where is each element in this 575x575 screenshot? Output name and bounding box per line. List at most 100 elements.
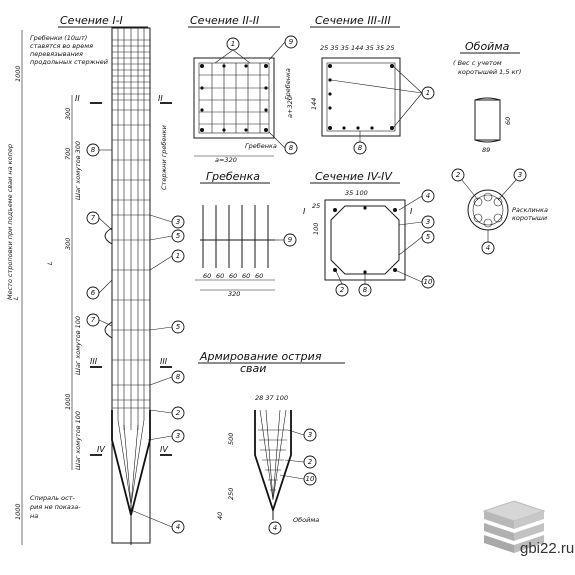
- note-rasklinka: Расклинка коротыши: [512, 206, 550, 222]
- label-grebenka-s2: Гребенка: [245, 142, 277, 150]
- callouts-obojma: 2 3 4: [451, 168, 527, 255]
- svg-text:4: 4: [176, 523, 180, 531]
- svg-text:5: 5: [176, 232, 181, 240]
- svg-text:3: 3: [518, 171, 522, 179]
- dim-1000-top: 1000: [14, 65, 22, 82]
- dim-250: 250: [227, 488, 235, 500]
- dim-60-3: 60: [229, 272, 237, 280]
- section-3-stirrup: [326, 62, 396, 132]
- lifting-loop-upper: [104, 227, 113, 245]
- cut-label-iv-right: IV: [160, 445, 168, 454]
- stirrups-top: [112, 39, 150, 409]
- tip-title: Армирование острия сваи: [199, 350, 325, 375]
- note-grebenka-bars: Стержни гребенки: [160, 125, 168, 190]
- note-stirrup-300: Шаг хомутов 300: [74, 141, 82, 200]
- watermark-text: gbi22.ru: [520, 540, 575, 557]
- section-4-rebars: [333, 206, 397, 274]
- label-grebenka-s2-side: Гребенка: [284, 68, 292, 100]
- callouts-tip: 3 2 10 4: [268, 428, 317, 535]
- cut-label-iii-left: III: [90, 357, 98, 366]
- svg-text:9: 9: [288, 236, 293, 244]
- label-obojma-tip: Обойма: [293, 516, 319, 524]
- svg-text:3: 3: [426, 218, 430, 226]
- svg-text:3: 3: [176, 432, 180, 440]
- section-2-title: Сечение II-II: [190, 14, 259, 27]
- svg-text:4: 4: [273, 524, 277, 532]
- svg-text:9: 9: [289, 38, 294, 46]
- section-3-title: Сечение III-III: [315, 14, 391, 27]
- leaders-tip: [279, 429, 305, 480]
- grebenka-drawing: [200, 205, 275, 268]
- dim-60-2: 60: [216, 272, 224, 280]
- svg-text:10: 10: [424, 278, 433, 286]
- cut-label-ii-right: II: [158, 94, 163, 103]
- svg-text:6: 6: [91, 289, 96, 297]
- cut-label-i-left: I: [303, 207, 306, 216]
- svg-text:7: 7: [91, 316, 96, 324]
- dim-s4-top: 35 100: [345, 189, 368, 197]
- svg-text:10: 10: [306, 475, 315, 483]
- svg-text:3: 3: [308, 431, 312, 439]
- obojma-drawing: [474, 97, 501, 143]
- callouts-s3: 1 8: [353, 86, 435, 155]
- dim-700: 700: [64, 148, 72, 160]
- svg-text:2: 2: [308, 458, 313, 466]
- svg-text:5: 5: [176, 323, 181, 331]
- section-1-title: Сечение I-I: [60, 14, 123, 27]
- note-lifting-place: Место строповки при подъеме сваи на копе…: [6, 144, 14, 300]
- dim-60-4: 60: [242, 272, 250, 280]
- section-2-outline: [193, 57, 275, 139]
- callouts-s2: 1 9 8: [226, 35, 298, 155]
- section-2-rebars: [200, 64, 268, 132]
- dim-500: 500: [227, 433, 235, 445]
- leaders-s3: [330, 65, 423, 142]
- svg-text:8: 8: [91, 146, 96, 154]
- section-4-octagon-spiral: [330, 205, 400, 275]
- obojma-ring-inner: [472, 194, 504, 226]
- section-4-title: Сечение IV-IV: [315, 170, 393, 183]
- dim-s4-100: 100: [312, 223, 320, 235]
- lifting-loop-lower: [104, 321, 113, 339]
- dim-s3-top: 25 35 35 144 35 35 25: [320, 44, 394, 52]
- svg-text:4: 4: [426, 192, 430, 200]
- tip-rebars: [117, 419, 145, 506]
- callout-grebenka: 9: [283, 233, 297, 247]
- cut-label-ii-left: II: [75, 94, 80, 103]
- tip-drawing: [254, 409, 292, 520]
- dim-L: L: [12, 296, 20, 300]
- section-2-stirrup: [198, 62, 270, 134]
- svg-text:2: 2: [176, 409, 181, 417]
- obojma-note: ( Вес с учетом коротышей 1,5 кг): [453, 59, 521, 76]
- svg-text:3: 3: [176, 218, 180, 226]
- svg-text:1: 1: [231, 40, 235, 48]
- svg-text:8: 8: [176, 373, 181, 381]
- dim-40: 40: [216, 512, 224, 520]
- note-spiral: Спираль ост- рия не показа- на: [29, 494, 83, 520]
- obojma-title: Обойма: [465, 40, 510, 53]
- cut-label-i-right: I: [410, 207, 413, 216]
- leaders-s2: [214, 41, 286, 149]
- section-2-grid: [199, 63, 269, 133]
- svg-text:7: 7: [91, 214, 96, 222]
- dim-a-320: a=320: [215, 156, 237, 164]
- note-grebenka: Гребенки (10шт) ставятся во время перевя…: [30, 34, 108, 66]
- dim-s4-25: 25: [312, 202, 320, 210]
- leader-lines-elevation: [98, 149, 173, 528]
- dim-L-inner: L: [46, 261, 54, 265]
- watermark-logo-icon: [482, 500, 546, 553]
- dim-tip-top: 28 37 100: [255, 394, 288, 402]
- dim-89: 89: [482, 146, 490, 154]
- dim-300: 300: [64, 238, 72, 250]
- dim-60-1: 60: [203, 272, 211, 280]
- dim-300-top: 300: [64, 108, 72, 120]
- svg-text:8: 8: [289, 144, 294, 152]
- dim-320-grebenka: 320: [228, 290, 240, 298]
- svg-text:8: 8: [363, 286, 368, 294]
- svg-text:2: 2: [456, 171, 461, 179]
- dim-60-5: 60: [255, 272, 263, 280]
- note-stirrup-100a: Шаг хомутов 100: [74, 316, 82, 375]
- dim-1000-c: 1000: [64, 393, 72, 410]
- svg-text:2: 2: [340, 286, 345, 294]
- svg-text:4: 4: [486, 244, 490, 252]
